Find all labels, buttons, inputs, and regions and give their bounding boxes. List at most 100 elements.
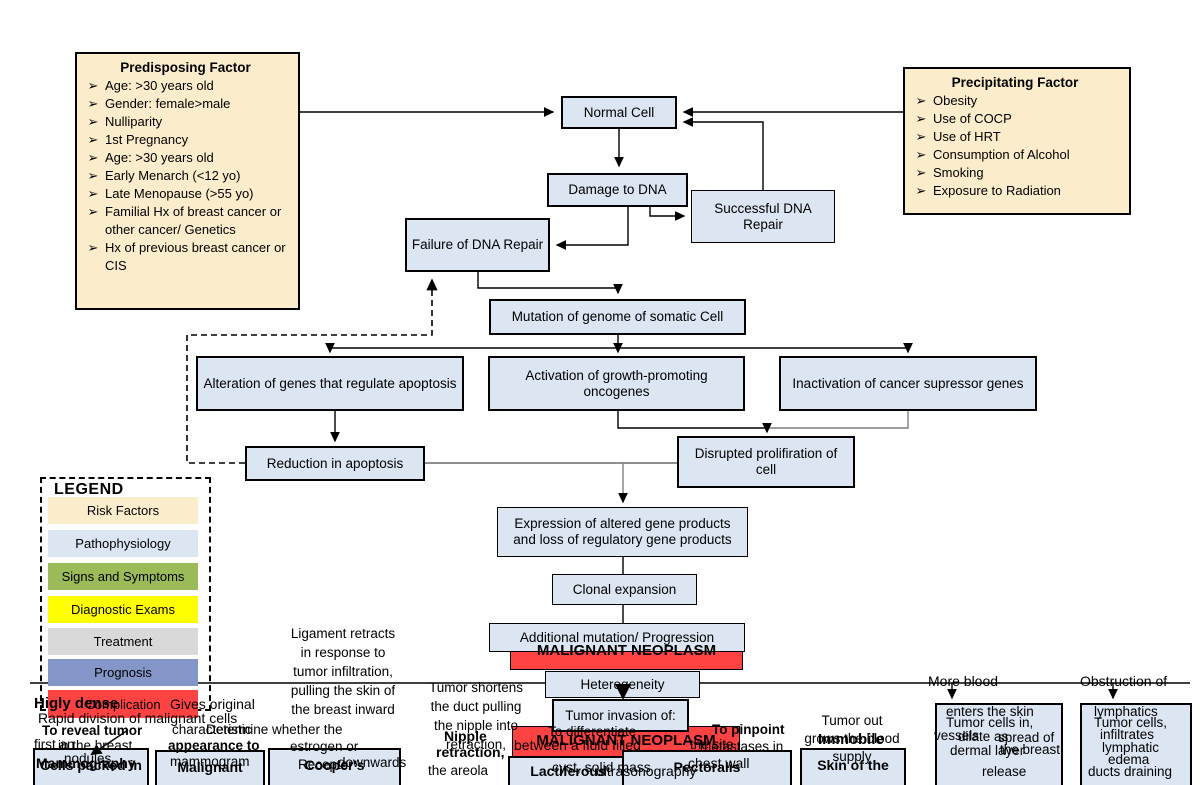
alteration-box: Alteration of genes that regulate apopto… xyxy=(196,356,464,411)
expression-label: Expression of altered gene products and … xyxy=(513,516,732,547)
fragment: Mammography xyxy=(36,755,136,771)
malignant-neoplasm-text-2: MALIGNANT NEOPLASM xyxy=(536,732,716,749)
tumor-invasion-box: Tumor invasion of: xyxy=(552,699,689,732)
fragment: spread of xyxy=(998,730,1055,745)
fragment: characteristic xyxy=(172,722,252,737)
fragment: vessels xyxy=(934,728,980,743)
fragment: enters the skin xyxy=(946,704,1034,719)
fragment: Tumor cells in, xyxy=(946,715,1034,730)
failure-repair-label: Failure of DNA Repair xyxy=(411,237,544,252)
successful-repair-label: Successful DNA Repair xyxy=(714,200,812,232)
alteration-label: Alteration of genes that regulate apopto… xyxy=(203,375,457,391)
predisposing-list: ➢Age: >30 years old➢Gender: female>male➢… xyxy=(87,78,286,273)
legend-title: LEGEND xyxy=(54,481,124,498)
normal-cell-box: Normal Cell xyxy=(561,96,677,129)
precipitating-list: ➢Obesity➢Use of COCP➢Use of HRT➢Consumpt… xyxy=(915,93,1070,198)
fragment: infiltrates xyxy=(1100,727,1155,742)
lymphatic-cluster-box xyxy=(1080,703,1192,785)
damage-dna-box: Damage to DNA xyxy=(547,173,688,207)
legend-diagnostic-exams-label: Diagnostic Exams xyxy=(70,602,176,617)
fragment: estrogen or xyxy=(290,739,359,754)
lactiferous-box: Lactiferous xyxy=(508,756,628,785)
fragment: Higly dense xyxy=(34,695,119,712)
dermal-cluster-box xyxy=(935,703,1063,785)
fragment: the site xyxy=(690,737,734,752)
fragment: To pinpoint xyxy=(712,722,785,737)
precipitating-factor-box: Precipitating Factor ➢Obesity➢Use of COC… xyxy=(903,67,1131,215)
coopers-box: Cooper's xyxy=(268,748,401,785)
malignant-box: Malignant xyxy=(155,750,265,785)
fragment: Determine whether the xyxy=(206,722,343,737)
legend-pathophysiology: Pathophysiology xyxy=(48,530,198,557)
fragment: appearance to xyxy=(168,738,260,753)
legend-risk-factors: Risk Factors xyxy=(48,497,198,524)
disrupted-proliferation-label: Disrupted prolifiration of cell xyxy=(694,446,838,477)
legend-diagnostic-exams: Diagnostic Exams xyxy=(48,596,198,623)
fragment: metastases in xyxy=(700,739,784,754)
pectoralis-box: Pectoralis xyxy=(622,750,792,785)
activation-box: Activation of growth-promoting oncogenes xyxy=(488,356,745,411)
fragment: the areola xyxy=(428,763,489,778)
legend-signs-symptoms: Signs and Symptoms xyxy=(48,563,198,590)
fragment: To reveal tumor xyxy=(42,723,143,738)
legend-prognosis-label: Prognosis xyxy=(94,665,152,680)
fragment: To differentiate xyxy=(548,724,637,739)
failure-repair-box: Failure of DNA Repair xyxy=(405,218,550,272)
legend-treatment-label: Treatment xyxy=(93,634,153,649)
tumor-invasion-label: Tumor invasion of: xyxy=(565,707,676,723)
fragment: Tumor cells, xyxy=(1094,715,1168,730)
expression-box: Expression of altered gene products and … xyxy=(497,507,748,557)
fragment: release xyxy=(982,764,1027,779)
legend-complication-label: Complication xyxy=(85,696,161,712)
malignant-neoplasm-text-1: MALIGNANT NEOPLASM xyxy=(536,642,717,659)
mutation-label: Mutation of genome of somatic Cell xyxy=(511,309,724,324)
obstruction-note: Obstruction of xyxy=(1080,673,1168,689)
fragment: dermal layer xyxy=(950,743,1025,758)
heterogeneity-label: Heterogeneity xyxy=(580,676,665,692)
fragment: Gives original xyxy=(170,696,255,712)
legend-complication: Complication xyxy=(48,690,198,718)
legend-treatment: Treatment xyxy=(48,628,198,655)
fragment: ultrasonography xyxy=(596,763,697,779)
duct-note: Tumor shortens the duct pulling the nipp… xyxy=(428,680,524,752)
predisposing-title: Predisposing Factor xyxy=(120,60,251,75)
fragment: between a fluid filled xyxy=(514,737,641,753)
reduction-apoptosis-box: Reduction in apoptosis xyxy=(245,446,425,481)
fragment: lymphatics xyxy=(1094,704,1158,719)
fragment: edema xyxy=(1108,752,1150,767)
legend-prognosis: Prognosis xyxy=(48,659,198,686)
fragment: cyst, solid mass xyxy=(552,759,651,775)
skin-of-the-box: Skin of the xyxy=(800,748,906,785)
activation-label: Activation of growth-promoting oncogenes xyxy=(525,367,708,399)
disrupted-proliferation-box: Disrupted prolifiration of cell xyxy=(677,436,855,488)
fragment: dilate as xyxy=(958,729,1009,744)
tumor-outgrows-note: Tumor out grows the blood supply xyxy=(804,713,900,764)
inactivation-label: Inactivation of cancer supressor genes xyxy=(792,375,1024,391)
more-blood-note: More blood xyxy=(928,673,999,689)
fragment: Receptor xyxy=(298,757,353,772)
legend-signs-symptoms-label: Signs and Symptoms xyxy=(61,569,185,584)
additional-mutation-box: Additional mutation/ Progression xyxy=(489,623,745,652)
damage-dna-label: Damage to DNA xyxy=(568,182,667,197)
ligament-note: Ligament retracts in response to tumor i… xyxy=(290,626,396,717)
mutation-box: Mutation of genome of somatic Cell xyxy=(489,299,746,335)
fragment: Immobile xyxy=(818,731,884,748)
fragment: chest wall xyxy=(688,755,750,771)
reduction-apoptosis-label: Reduction in apoptosis xyxy=(266,455,404,471)
fragment: mammogram xyxy=(170,754,250,769)
precipitating-title: Precipitating Factor xyxy=(951,75,1079,90)
legend-pathophysiology-label: Pathophysiology xyxy=(75,536,171,551)
fragment: Nipple xyxy=(444,728,487,744)
successful-repair-box: Successful DNA Repair xyxy=(691,190,835,243)
fragment: first an xyxy=(34,737,75,752)
fragment: lymphatic xyxy=(1102,740,1160,755)
clonal-expansion-label: Clonal expansion xyxy=(572,581,677,597)
clonal-expansion-box: Clonal expansion xyxy=(552,574,697,605)
additional-mutation-label: Additional mutation/ Progression xyxy=(519,629,715,645)
fragment: Rapid division of malignant cells xyxy=(38,710,238,726)
fragment: ducts draining xyxy=(1088,764,1173,779)
normal-cell-label: Normal Cell xyxy=(583,104,655,120)
legend-risk-factors-label: Risk Factors xyxy=(86,503,160,518)
fragment: downwards xyxy=(338,755,407,770)
